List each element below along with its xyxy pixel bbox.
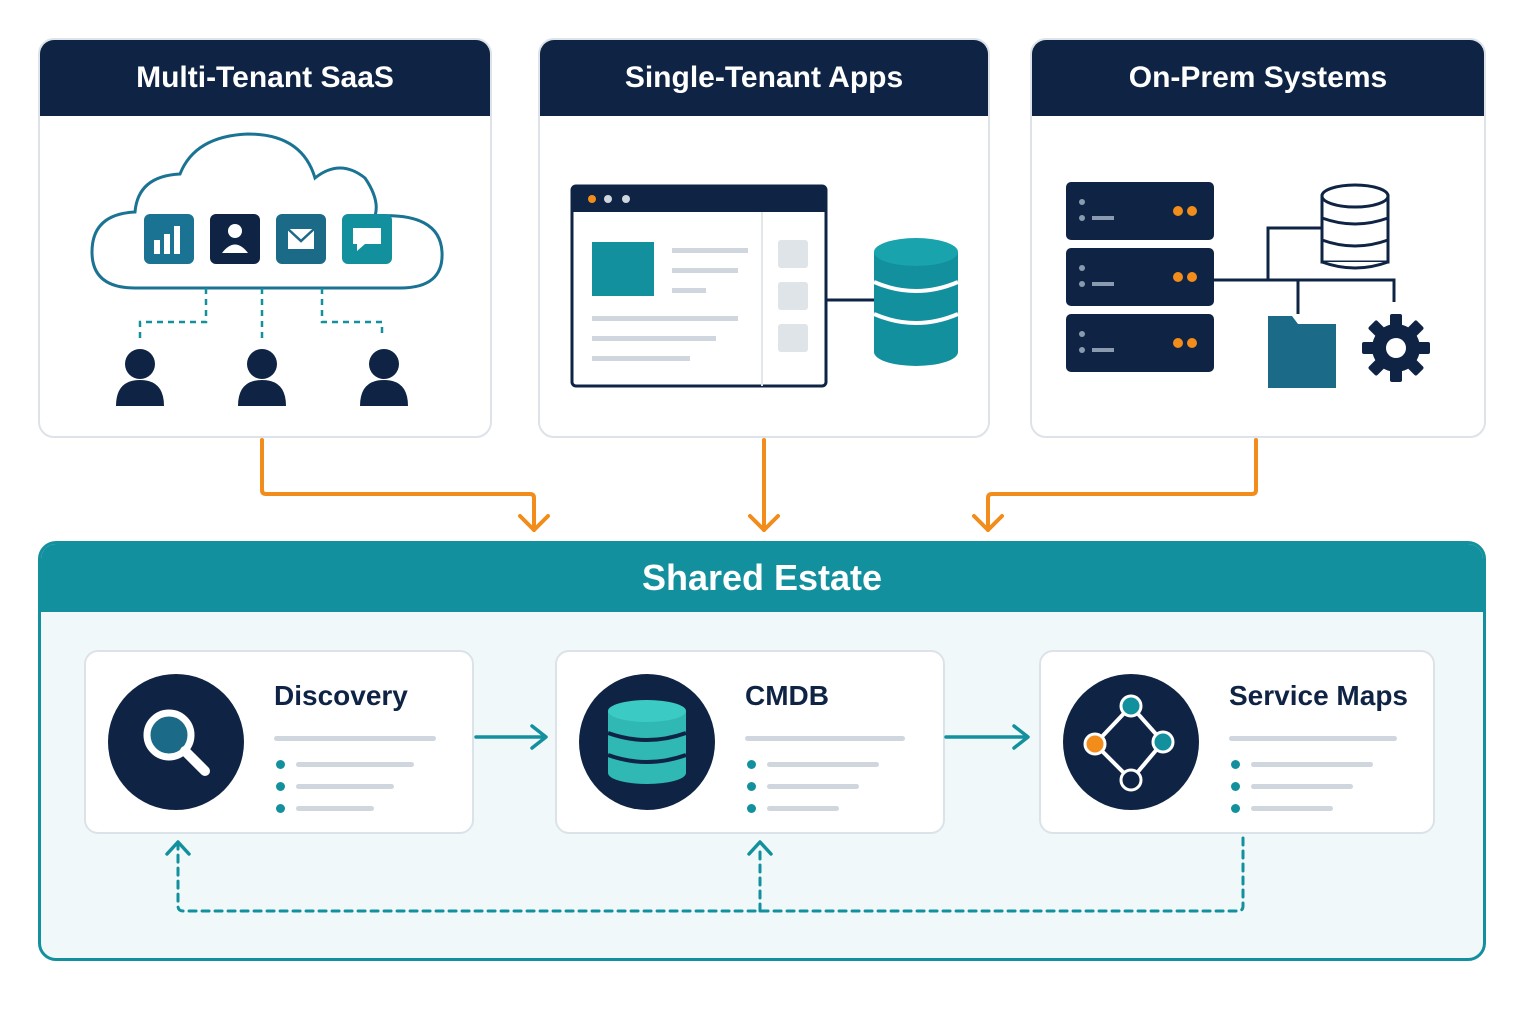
stage-title: CMDB bbox=[745, 680, 829, 711]
database-icon bbox=[579, 674, 715, 810]
user-icon bbox=[238, 349, 286, 406]
search-icon bbox=[108, 674, 244, 810]
card-title: Multi-Tenant SaaS bbox=[40, 40, 490, 116]
card-title: On-Prem Systems bbox=[1032, 40, 1484, 116]
source-card-single-tenant: Single-Tenant Apps bbox=[538, 38, 990, 438]
browser-window-icon bbox=[570, 184, 828, 388]
source-card-onprem: On-Prem Systems bbox=[1030, 38, 1486, 438]
onprem-illustration bbox=[1066, 182, 1430, 388]
stage-card-discovery: Discovery bbox=[84, 650, 474, 834]
user-icon bbox=[360, 349, 408, 406]
gear-icon bbox=[1362, 314, 1430, 382]
folder-icon bbox=[1268, 316, 1336, 388]
stage-card-service-maps: Service Maps bbox=[1039, 650, 1435, 834]
source-card-saas: Multi-Tenant SaaS bbox=[38, 38, 492, 438]
chat-icon bbox=[342, 214, 392, 264]
single-tenant-illustration bbox=[570, 184, 959, 388]
saas-illustration bbox=[90, 132, 444, 406]
contact-card-icon bbox=[210, 214, 260, 264]
stage-card-cmdb: CMDB bbox=[555, 650, 945, 834]
card-title: Single-Tenant Apps bbox=[540, 40, 988, 116]
user-icon bbox=[116, 349, 164, 406]
estate-title: Shared Estate bbox=[41, 544, 1483, 612]
server-rack-icon bbox=[1066, 182, 1214, 372]
stage-title: Service Maps bbox=[1229, 680, 1408, 711]
database-icon bbox=[873, 238, 959, 366]
mail-icon bbox=[276, 214, 326, 264]
stage-title: Discovery bbox=[274, 680, 408, 711]
chart-icon bbox=[144, 214, 194, 264]
database-icon bbox=[1320, 183, 1390, 270]
network-nodes-icon bbox=[1063, 674, 1199, 810]
